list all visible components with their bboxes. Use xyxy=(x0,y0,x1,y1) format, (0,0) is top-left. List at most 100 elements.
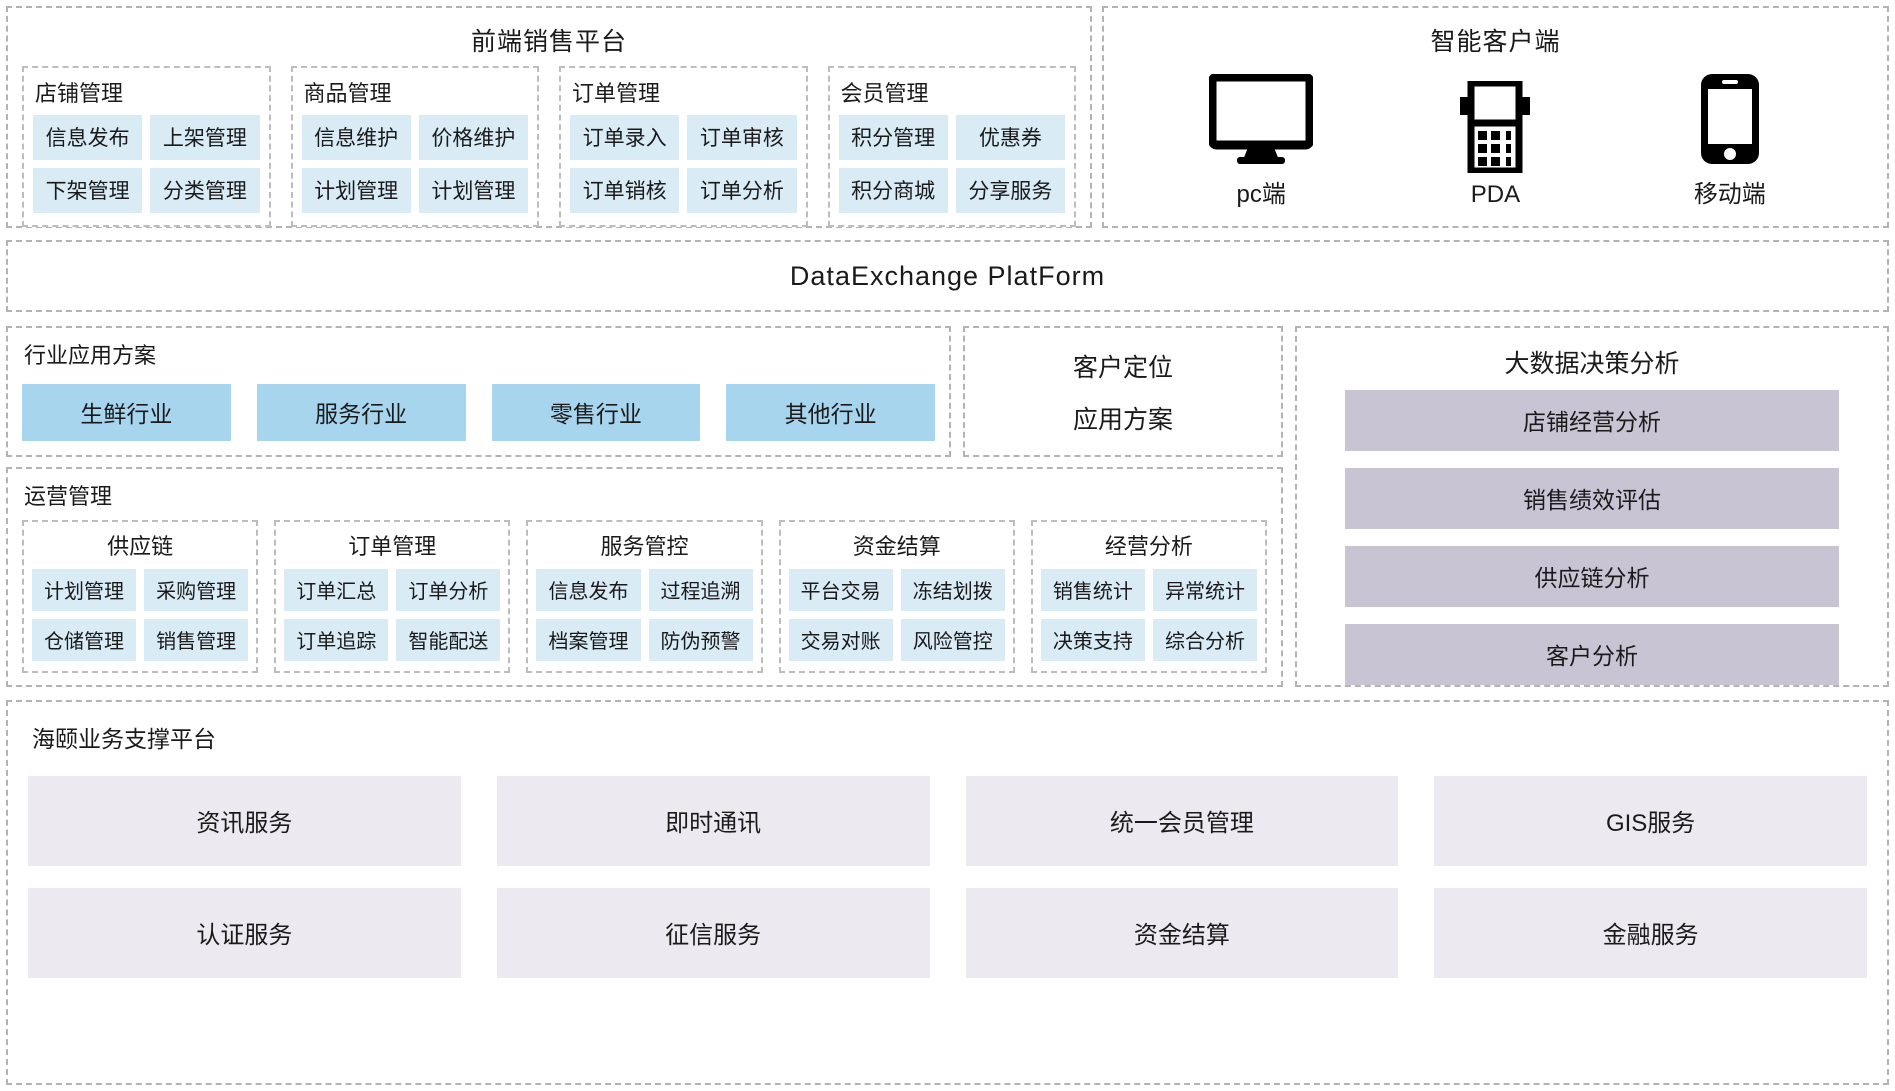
ops-chip[interactable]: 档案管理 xyxy=(536,619,641,661)
chip-item[interactable]: 订单录入 xyxy=(570,115,680,160)
industry-solutions-title: 行业应用方案 xyxy=(24,343,157,368)
pda-icon xyxy=(1410,77,1580,173)
smart-client-panel: 智能客户端 pc端 xyxy=(1102,6,1889,228)
ops-chip[interactable]: 信息发布 xyxy=(536,569,641,611)
chip-item[interactable]: 积分管理 xyxy=(838,115,948,160)
monitor-icon xyxy=(1176,70,1346,166)
chip-item[interactable]: 信息发布 xyxy=(33,115,143,160)
ops-chip[interactable]: 销售管理 xyxy=(144,619,249,661)
chip-item[interactable]: 订单分析 xyxy=(687,168,797,213)
chip-item[interactable]: 上架管理 xyxy=(150,115,260,160)
ops-chip[interactable]: 风险管控 xyxy=(900,619,1005,661)
big-data-chip[interactable]: 供应链分析 xyxy=(1345,546,1839,607)
customer-positioning-panel: 客户定位 应用方案 xyxy=(963,326,1283,457)
ops-chip[interactable]: 仓储管理 xyxy=(32,619,137,661)
client-item-mobile[interactable]: 移动端 xyxy=(1645,70,1815,209)
chip-item[interactable]: 分类管理 xyxy=(150,168,260,213)
chip-item[interactable]: 下架管理 xyxy=(33,168,143,213)
front-sales-platform-title: 前端销售平台 xyxy=(470,28,627,56)
data-exchange-platform-title: DataExchange PlatForm xyxy=(789,260,1106,291)
chip-item[interactable]: 分享服务 xyxy=(955,168,1065,213)
operations-management-title: 运营管理 xyxy=(24,484,113,509)
ops-group-items: 计划管理 采购管理 仓储管理 销售管理 xyxy=(32,569,249,661)
client-label: PDA xyxy=(1470,181,1521,208)
ops-group-supply-chain: 供应链 计划管理 采购管理 仓储管理 销售管理 xyxy=(22,520,259,673)
chip-item[interactable]: 价格维护 xyxy=(418,115,528,160)
industry-solutions-panel: 行业应用方案 生鲜行业 服务行业 零售行业 其他行业 xyxy=(6,326,951,457)
ops-chip[interactable]: 决策支持 xyxy=(1040,619,1145,661)
group-title: 会员管理 xyxy=(840,81,929,106)
group-items: 积分管理 优惠券 积分商城 分享服务 xyxy=(838,115,1065,213)
big-data-chip[interactable]: 销售绩效评估 xyxy=(1345,468,1839,529)
group-items: 订单录入 订单审核 订单销核 订单分析 xyxy=(570,115,797,213)
big-data-chip[interactable]: 客户分析 xyxy=(1345,624,1839,685)
support-chip[interactable]: 征信服务 xyxy=(496,888,930,978)
ops-chip[interactable]: 采购管理 xyxy=(144,569,249,611)
industry-chip[interactable]: 其他行业 xyxy=(726,384,935,441)
customer-positioning-line2: 应用方案 xyxy=(1072,405,1173,434)
mobile-phone-icon xyxy=(1645,70,1815,166)
industry-chip[interactable]: 服务行业 xyxy=(256,384,466,441)
group-title: 店铺管理 xyxy=(35,81,124,106)
client-label: pc端 xyxy=(1236,181,1286,208)
chip-item[interactable]: 计划管理 xyxy=(301,168,411,213)
ops-chip[interactable]: 异常统计 xyxy=(1152,569,1258,611)
group-store-management: 店铺管理 信息发布 上架管理 下架管理 分类管理 xyxy=(22,66,271,227)
ops-group-items: 订单汇总 订单分析 订单追踪 智能配送 xyxy=(284,569,501,661)
ops-group-fund-settlement: 资金结算 平台交易 冻结划拨 交易对账 风险管控 xyxy=(778,520,1015,673)
chip-item[interactable]: 计划管理 xyxy=(418,168,528,213)
ops-group-order-management: 订单管理 订单汇总 订单分析 订单追踪 智能配送 xyxy=(274,520,511,673)
ops-group-title: 订单管理 xyxy=(348,534,437,559)
support-chip[interactable]: 金融服务 xyxy=(1434,888,1867,978)
ops-group-items: 平台交易 冻结划拨 交易对账 风险管控 xyxy=(788,569,1005,661)
ops-group-title: 服务管控 xyxy=(600,534,689,559)
big-data-analysis-panel: 大数据决策分析 店铺经营分析 销售绩效评估 供应链分析 客户分析 xyxy=(1295,326,1889,687)
smart-client-items: pc端 xyxy=(1104,58,1887,209)
ops-chip[interactable]: 销售统计 xyxy=(1040,569,1145,611)
support-chip[interactable]: GIS服务 xyxy=(1434,776,1867,866)
group-items: 信息发布 上架管理 下架管理 分类管理 xyxy=(33,115,260,213)
front-sales-platform-panel: 前端销售平台 店铺管理 信息发布 上架管理 下架管理 分类管理 商品管理 信息维… xyxy=(6,6,1092,228)
chip-item[interactable]: 积分商城 xyxy=(838,168,948,213)
ops-group-items: 销售统计 异常统计 决策支持 综合分析 xyxy=(1040,569,1258,661)
support-chip[interactable]: 认证服务 xyxy=(28,888,461,978)
chip-item[interactable]: 订单审核 xyxy=(687,115,797,160)
chip-item[interactable]: 信息维护 xyxy=(301,115,411,160)
operations-groups: 供应链 计划管理 采购管理 仓储管理 销售管理 订单管理 订单汇总 订单分析 订… xyxy=(22,520,1268,673)
ops-chip[interactable]: 冻结划拨 xyxy=(900,569,1005,611)
ops-chip[interactable]: 防伪预警 xyxy=(648,619,753,661)
support-chip[interactable]: 资金结算 xyxy=(965,888,1399,978)
operations-management-panel: 运营管理 供应链 计划管理 采购管理 仓储管理 销售管理 订单管理 订单汇总 xyxy=(6,467,1283,687)
support-platform-panel: 海颐业务支撑平台 资讯服务 即时通讯 统一会员管理 GIS服务 认证服务 征信服… xyxy=(6,700,1889,1085)
industry-chip[interactable]: 零售行业 xyxy=(491,384,701,441)
chip-item[interactable]: 订单销核 xyxy=(570,168,680,213)
support-chip[interactable]: 统一会员管理 xyxy=(965,776,1399,866)
industry-chip[interactable]: 生鲜行业 xyxy=(22,384,231,441)
ops-chip[interactable]: 订单分析 xyxy=(396,569,501,611)
ops-chip[interactable]: 综合分析 xyxy=(1152,619,1258,661)
ops-chip[interactable]: 订单汇总 xyxy=(284,569,389,611)
front-sales-platform-groups: 店铺管理 信息发布 上架管理 下架管理 分类管理 商品管理 信息维护 价格维护 … xyxy=(8,58,1090,227)
industry-solutions-items: 生鲜行业 服务行业 零售行业 其他行业 xyxy=(22,384,935,441)
support-chip[interactable]: 即时通讯 xyxy=(496,776,930,866)
ops-chip[interactable]: 过程追溯 xyxy=(648,569,753,611)
ops-chip[interactable]: 订单追踪 xyxy=(284,619,389,661)
chip-item[interactable]: 优惠券 xyxy=(955,115,1065,160)
ops-chip[interactable]: 智能配送 xyxy=(396,619,501,661)
client-label: 移动端 xyxy=(1693,181,1766,208)
client-item-pc[interactable]: pc端 xyxy=(1176,70,1346,209)
group-title: 商品管理 xyxy=(303,81,392,106)
ops-group-title: 供应链 xyxy=(107,534,174,559)
ops-chip[interactable]: 平台交易 xyxy=(788,569,893,611)
ops-chip[interactable]: 计划管理 xyxy=(32,569,137,611)
group-order-management: 订单管理 订单录入 订单审核 订单销核 订单分析 xyxy=(559,66,808,227)
client-item-pda[interactable]: PDA xyxy=(1410,77,1580,209)
support-platform-items: 资讯服务 即时通讯 统一会员管理 GIS服务 认证服务 征信服务 资金结算 金融… xyxy=(28,776,1867,978)
ops-group-title: 资金结算 xyxy=(852,534,941,559)
ops-chip[interactable]: 交易对账 xyxy=(788,619,893,661)
support-chip[interactable]: 资讯服务 xyxy=(28,776,461,866)
ops-group-items: 信息发布 过程追溯 档案管理 防伪预警 xyxy=(536,569,753,661)
ops-group-title: 经营分析 xyxy=(1104,534,1193,559)
big-data-chip[interactable]: 店铺经营分析 xyxy=(1345,390,1839,451)
